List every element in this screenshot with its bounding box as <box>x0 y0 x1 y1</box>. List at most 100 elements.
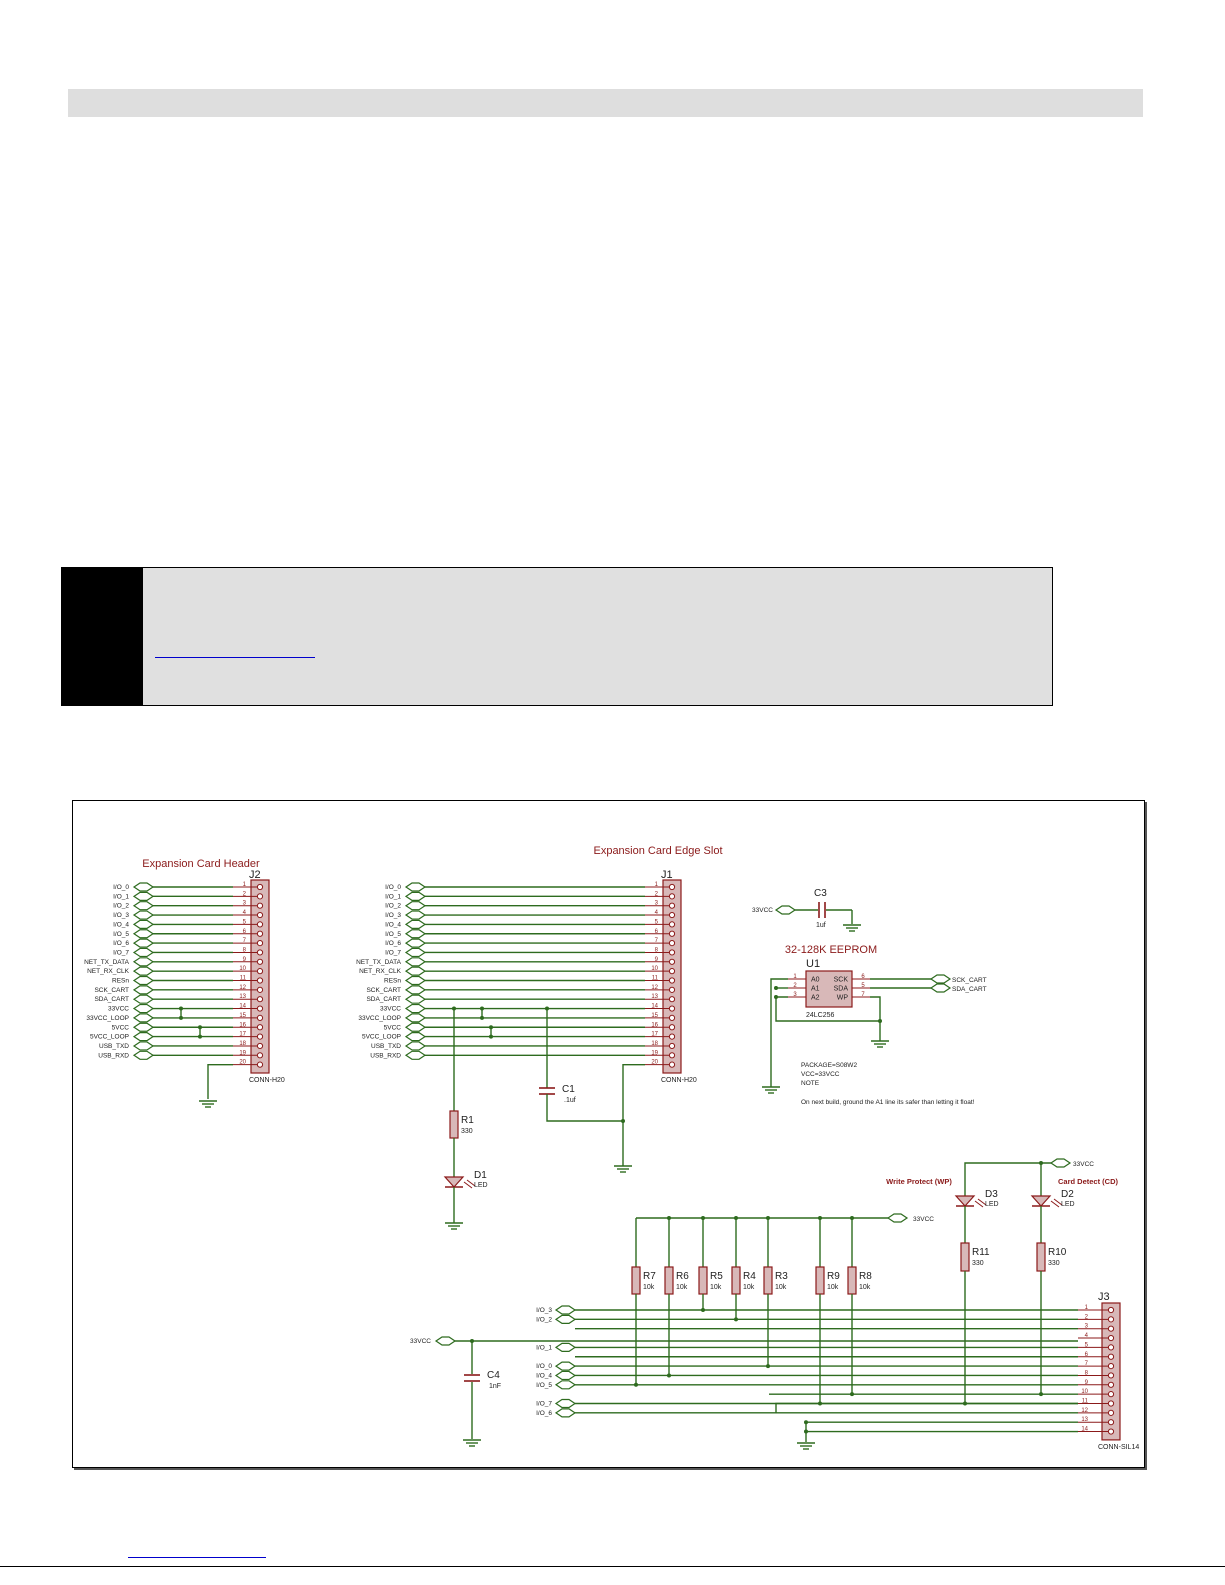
pin-number: 8 <box>243 947 247 953</box>
led-value: LED <box>985 1201 999 1208</box>
junction-dot <box>489 1025 493 1030</box>
connector-pin <box>1107 1381 1115 1388</box>
net-port-symbol <box>132 1041 155 1051</box>
net-label: I/O_7 <box>113 949 129 956</box>
net-port-symbol <box>132 1003 155 1014</box>
net-label: USB_TXD <box>371 1043 401 1050</box>
net-label: 33VCC <box>752 907 773 914</box>
resistor-ref: R7 <box>643 1271 656 1282</box>
resistor-body <box>449 1110 459 1139</box>
junction-dot <box>774 986 778 990</box>
junction-dot <box>1039 1161 1043 1165</box>
pin-number: 1 <box>655 882 659 888</box>
net-port-symbol <box>929 983 952 993</box>
net-port-symbol <box>132 1022 155 1032</box>
pin-number: 13 <box>239 994 246 1000</box>
pin-number: 14 <box>239 1004 246 1010</box>
pin-number: 6 <box>243 929 247 935</box>
pin-number: 3 <box>243 901 247 907</box>
connector-pin <box>1107 1363 1115 1370</box>
cd-label: Card Detect (CD) <box>1058 1177 1119 1186</box>
net-label: I/O_1 <box>536 1344 552 1351</box>
net-port-symbol <box>404 1041 427 1051</box>
junction-dot <box>480 1015 484 1020</box>
pin-number: 5 <box>655 919 659 925</box>
schematic-note: PACKAGE=S08W2 <box>801 1062 857 1069</box>
connector-pin <box>1107 1409 1115 1416</box>
connector-pin <box>668 968 676 975</box>
pin-number: 17 <box>239 1032 246 1038</box>
pin-number: 19 <box>239 1050 246 1056</box>
net-port-symbol <box>404 882 427 892</box>
connector-pin <box>1107 1334 1115 1342</box>
connector-pin <box>1107 1306 1115 1314</box>
cap-value: 1uf <box>816 922 826 929</box>
wp-label: Write Protect (WP) <box>886 1177 952 1186</box>
connector-pin <box>1107 1316 1115 1323</box>
ic-pin-number: 2 <box>793 983 797 989</box>
pin-number: 20 <box>239 1060 246 1066</box>
ic-pin-name: A0 <box>811 977 820 984</box>
connector-pin <box>668 1061 676 1068</box>
pin-number: 2 <box>243 891 247 897</box>
connector-ref: J1 <box>661 869 673 881</box>
footer-link[interactable] <box>128 1547 266 1558</box>
connector-pin <box>1107 1400 1115 1407</box>
a0-wire <box>770 978 788 1087</box>
pin-number: 20 <box>651 1060 658 1066</box>
note-link[interactable] <box>155 643 315 658</box>
pin-number: 14 <box>1081 1427 1088 1433</box>
net-label: I/O_0 <box>536 1363 552 1370</box>
net-port-symbol <box>132 975 155 986</box>
resistor-ref: R10 <box>1048 1247 1067 1258</box>
pin-number: 12 <box>651 985 658 991</box>
cap-value: 1nF <box>489 1383 501 1390</box>
pin-number: 9 <box>243 957 247 963</box>
connector-pin <box>668 940 676 947</box>
net-label: SCK_CART <box>94 987 129 994</box>
net-label: I/O_3 <box>536 1307 552 1314</box>
net-port-symbol <box>132 938 155 948</box>
net-port-symbol <box>554 1408 577 1418</box>
resistor-body <box>698 1266 708 1295</box>
net-port-symbol <box>554 1361 577 1371</box>
net-port-symbol <box>132 910 155 920</box>
connector-pin <box>256 977 264 984</box>
net-port-symbol <box>404 957 427 967</box>
connector-pin <box>256 1061 264 1068</box>
net-label: I/O_5 <box>113 931 129 938</box>
net-label: I/O_0 <box>385 884 401 891</box>
resistor-ref: R11 <box>972 1247 990 1258</box>
net-port-symbol <box>554 1398 577 1409</box>
resistor-body <box>815 1266 825 1295</box>
net-port-symbol <box>404 901 427 911</box>
net-port-symbol <box>132 1031 155 1042</box>
junction-dot <box>634 1382 638 1387</box>
connector-part: CONN-SIL14 <box>1098 1444 1139 1451</box>
net-port-symbol <box>132 1013 155 1023</box>
pin-number: 6 <box>1085 1352 1089 1358</box>
net-label: 33VCC <box>410 1338 431 1345</box>
junction-dot <box>480 1006 484 1011</box>
led-triangle <box>443 1176 465 1188</box>
ic-pin-number: 7 <box>861 992 865 998</box>
connector-pin <box>256 1024 264 1031</box>
resistor-value: 330 <box>461 1128 473 1135</box>
net-label: SCK_CART <box>366 987 401 994</box>
net-port-symbol <box>404 975 427 986</box>
net-port-symbol <box>404 994 427 1004</box>
resistor-ref: R5 <box>710 1271 723 1282</box>
net-label: SDA_CART <box>952 986 987 993</box>
ic-pin-number: 6 <box>861 974 865 980</box>
net-port-symbol <box>554 1370 577 1381</box>
led-value: LED <box>1061 1201 1075 1208</box>
pin-number: 8 <box>655 947 659 953</box>
junction-dot <box>179 1006 183 1011</box>
addr-wire <box>775 996 881 1041</box>
resistor-body <box>664 1266 674 1295</box>
resistor-body <box>960 1242 970 1272</box>
net-port-symbol <box>404 910 427 920</box>
connector-pin <box>256 1005 264 1012</box>
led-ray <box>974 1200 984 1208</box>
